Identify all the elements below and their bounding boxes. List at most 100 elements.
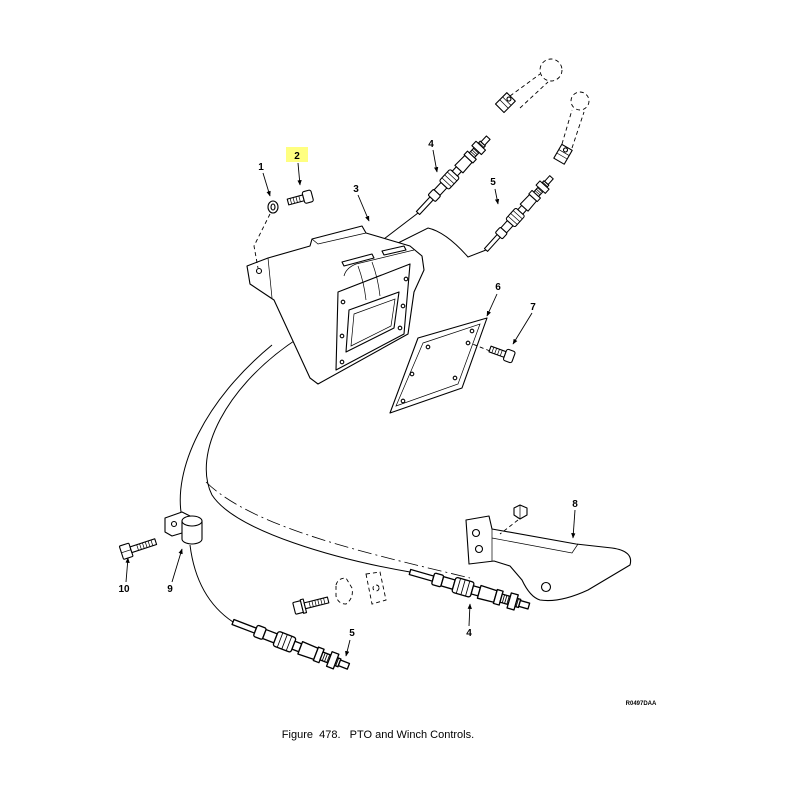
part-4-cable-lower [407,563,532,615]
leader-10 [125,557,130,583]
rivet [397,325,403,331]
part-5-cable-lower [229,614,352,675]
part-1-washer [253,200,279,269]
clamp-cylinder [181,520,203,545]
bracket-8-hole [471,528,481,538]
upper-clevis-5 [553,143,573,165]
clevis-pin [562,147,569,153]
screw-shank [488,345,507,358]
leader-4-upper [432,149,439,173]
bracket-rivets [339,276,409,365]
bracket-top-rim [343,249,415,277]
part-3-bracket [246,225,425,385]
part-2-screw [286,189,314,206]
callout-1: 1 [258,162,264,173]
screw-shank [286,194,305,206]
washer-dashed-leader [253,213,271,269]
bracket-8-hole [540,581,552,593]
rivet [339,333,345,339]
cable-line-upper-5 [391,227,487,258]
callout-10: 10 [118,584,130,595]
phantom-lever-4 [509,58,563,109]
bolt-threads [308,597,326,608]
clevis-fork [499,96,512,109]
centerline [205,481,471,579]
rivet [340,299,346,305]
leader-5-lower [345,639,351,657]
plate-hole [452,375,458,381]
leader-9 [171,548,183,583]
plate-hole [465,340,471,346]
leader-1 [262,172,271,197]
clevis-pin [506,96,512,102]
plate-hole [425,344,431,350]
callout-labels: 1 2 3 4 5 6 7 8 9 10 4 5 [118,139,578,639]
cable-line-clamp-to-end [189,544,234,623]
cable-line-upper-4 [379,212,419,243]
clip-hole [372,584,380,592]
washer-inner [270,203,276,211]
bracket-cable-channel [357,261,381,301]
figure-caption: Figure 478. PTO and Winch Controls. [282,729,474,741]
plate-outline [389,317,488,414]
clamp-cylinder-top [181,515,203,527]
part-7-screw [488,345,516,364]
bracket-window [345,291,400,353]
lower-bolt [292,596,330,615]
leader-lines [125,149,576,657]
leader-6 [486,293,498,317]
callout-2: 2 [294,151,300,162]
callout-3: 3 [353,184,359,195]
callout-6: 6 [495,282,501,293]
leader-2 [297,162,302,186]
rivet [400,303,406,309]
callout-4-upper: 4 [428,139,434,150]
screw-threads [491,347,503,357]
bracket-slot-right [381,245,407,256]
upper-clevis-4 [494,92,516,114]
leader-3 [357,194,370,222]
plate-hole [409,371,415,377]
bracket-8-flange-edge [491,529,579,561]
lever-arm [561,109,585,149]
callout-7: 7 [530,302,536,313]
bracket-slot-left [341,253,375,267]
bracket-tab-hole [255,267,263,275]
lever-knob [539,58,563,82]
bracket-8-dashed-leader [499,519,519,535]
drawing-code: R0497DAA [626,701,657,707]
callout-9: 9 [167,584,173,595]
plate-hole [469,328,475,334]
bracket-tab-edge [267,257,273,299]
cable-line-lower-5 [179,344,273,519]
plate-inner-border [395,323,481,407]
callout-4-lower: 4 [466,628,472,639]
part-6-plate [389,317,491,414]
callout-2-highlight [286,147,308,162]
control-cables [179,212,487,623]
part-9-clamp [164,511,203,545]
leader-7 [512,312,533,345]
callout-8: 8 [572,499,578,510]
phantom-lever-5 [561,91,590,149]
clip-left [335,577,353,605]
bolt-threads [136,539,154,551]
cable-line-lower-4 [205,336,411,573]
clevis-fork [556,149,570,160]
bolt-shank [303,596,330,610]
part-4-cable-upper [412,132,494,218]
bracket-8-nut [513,504,528,520]
bracket-8-outline [465,515,632,602]
bracket-top-lip [311,232,367,245]
screw-head [502,348,516,364]
leader-4-lower [467,603,472,627]
screw-threads [289,195,301,205]
part-10-bolt [118,538,158,560]
lower-clips [335,571,387,605]
rivet [339,359,345,365]
lever-knob [570,91,590,111]
callout-5-lower: 5 [349,628,355,639]
callout-5-upper: 5 [490,177,496,188]
clevis-body [494,92,516,114]
